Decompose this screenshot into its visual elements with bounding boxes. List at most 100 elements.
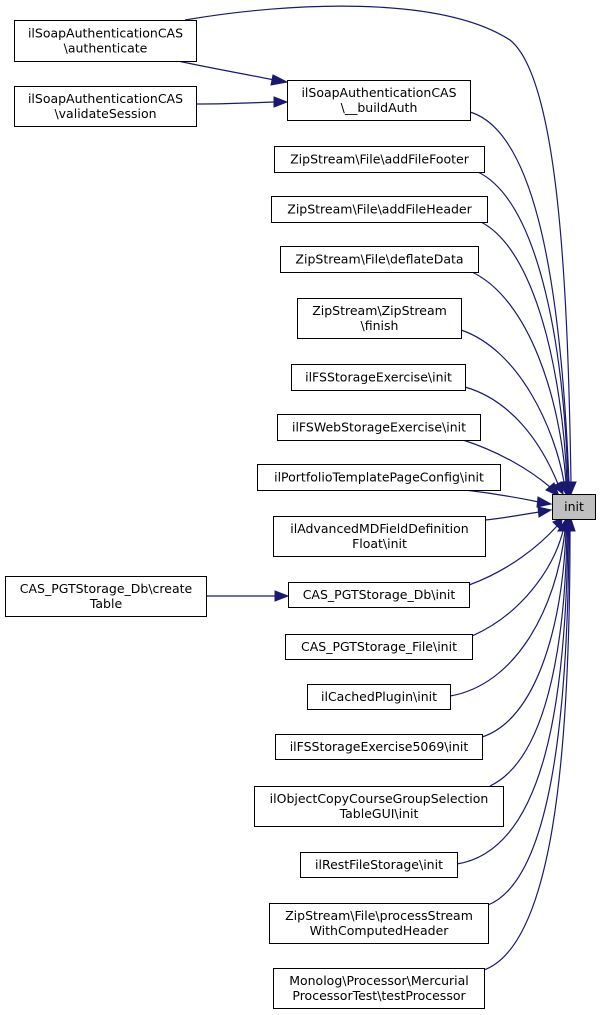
node-label-line: ilAdvancedMDFieldDefinition (290, 521, 468, 536)
edges-layer (177, 5, 577, 971)
node-label-line: ZipStream\File\addFileFooter (290, 152, 470, 167)
node-box[interactable] (274, 146, 485, 173)
edge-line (471, 271, 567, 483)
node-finish[interactable]: ZipStream\ZipStream\finish (297, 298, 462, 339)
node-box[interactable] (277, 414, 481, 441)
arrowhead-icon (545, 482, 560, 497)
node-label-line: \finish (361, 318, 399, 333)
node-label-line: \authenticate (64, 41, 148, 56)
node-box[interactable] (273, 968, 485, 1009)
edge-buildAuth-to-init (469, 111, 575, 496)
arrowhead-icon (536, 496, 553, 508)
node-box[interactable] (5, 576, 207, 617)
node-box[interactable] (288, 582, 470, 608)
node-label-line: ilSoapAuthenticationCAS (28, 91, 183, 106)
node-label-line: ZipStream\File\addFileHeader (287, 202, 472, 217)
node-box[interactable] (257, 464, 501, 491)
node-label-line: \validateSession (54, 106, 156, 121)
node-validateSession[interactable]: ilSoapAuthenticationCAS\validateSession (14, 86, 197, 127)
node-label-line: ZipStream\File\processStream (285, 908, 473, 923)
node-box[interactable] (14, 86, 197, 127)
node-label-line: Monolog\Processor\Mercurial (289, 973, 469, 988)
edge-line (469, 111, 570, 483)
node-label-line: Float\init (352, 536, 407, 551)
node-label-line: ilPortfolioTemplatePageConfig\init (274, 470, 484, 485)
node-buildAuth[interactable]: ilSoapAuthenticationCAS\__buildAuth (287, 80, 471, 121)
node-label-line: ZipStream\ZipStream (312, 303, 447, 318)
edge-createTable-to-pgtDbInit (205, 590, 290, 602)
node-deflateData[interactable]: ZipStream\File\deflateData (280, 246, 479, 273)
node-box[interactable] (300, 852, 458, 878)
node-fsStorageExercise[interactable]: ilFSStorageExercise\init (291, 364, 466, 391)
edge-line (464, 489, 540, 503)
arrowhead-icon (273, 96, 289, 108)
node-addFileFooter[interactable]: ZipStream\File\addFileFooter (274, 146, 485, 173)
node-pgtFileInit[interactable]: CAS_PGTStorage_File\init (285, 634, 473, 660)
edge-line (483, 530, 571, 971)
node-label-line: ProcessorTest\testProcessor (292, 988, 466, 1003)
node-authenticate[interactable]: ilSoapAuthenticationCAS\authenticate (14, 20, 197, 62)
node-processStream[interactable]: ZipStream\File\processStreamWithComputed… (269, 903, 489, 944)
edge-portfolioTemplate-to-init (464, 489, 553, 508)
node-pgtDbInit[interactable]: CAS_PGTStorage_Db\init (288, 582, 470, 608)
node-box[interactable] (271, 196, 488, 223)
edge-line (489, 530, 568, 787)
node-label-line: ZipStream\File\deflateData (295, 252, 463, 267)
node-label-line: Table (89, 596, 123, 611)
node-fsWebStorageExercise[interactable]: ilFSWebStorageExercise\init (277, 414, 481, 441)
edge-deflateData-to-init (471, 271, 572, 496)
node-box[interactable] (254, 786, 504, 827)
node-label-line: CAS_PGTStorage_File\init (301, 639, 457, 654)
node-box[interactable] (275, 734, 483, 760)
edge-line (184, 5, 572, 483)
node-label-line: ilFSStorageExercise5069\init (290, 739, 469, 754)
edge-line (487, 530, 570, 906)
edge-authenticate-to-buildAuth (177, 60, 289, 86)
edge-line (456, 530, 569, 865)
node-label-line: ilRestFileStorage\init (315, 857, 443, 872)
node-init[interactable]: init (552, 494, 596, 520)
node-box[interactable] (273, 516, 486, 557)
edge-line (484, 511, 540, 521)
node-box[interactable] (307, 684, 451, 710)
edge-advancedMD-to-init (484, 506, 553, 521)
focus-node-box[interactable] (552, 494, 596, 520)
node-label-line: ilObjectCopyCourseGroupSelection (270, 791, 489, 806)
arrowhead-icon (274, 590, 290, 602)
node-portfolioTemplate[interactable]: ilPortfolioTemplatePageConfig\init (257, 464, 501, 491)
edge-line (468, 525, 558, 586)
node-label-line: TableGUI\init (339, 806, 419, 821)
node-box[interactable] (269, 903, 489, 944)
edge-fsWebStorageExercise-to-init (462, 439, 560, 497)
edge-line (464, 386, 559, 485)
edge-validateSession-to-buildAuth (195, 96, 289, 108)
node-label-line: ilCachedPlugin\init (321, 689, 437, 704)
node-label-line: ilFSWebStorageExercise\init (292, 420, 466, 435)
node-restFileStorage[interactable]: ilRestFileStorage\init (300, 852, 458, 878)
node-box[interactable] (14, 20, 197, 62)
edge-objectCopy-to-init (489, 517, 573, 787)
node-addFileHeader[interactable]: ZipStream\File\addFileHeader (271, 196, 488, 223)
edge-line (449, 530, 566, 697)
edge-fsStorageExercise5069-to-init (481, 517, 572, 738)
node-box[interactable] (297, 298, 462, 339)
node-cachedPlugin[interactable]: ilCachedPlugin\init (307, 684, 451, 710)
node-fsStorageExercise5069[interactable]: ilFSStorageExercise5069\init (275, 734, 483, 760)
node-box[interactable] (285, 634, 473, 660)
node-box[interactable] (287, 80, 471, 121)
edge-line (177, 60, 275, 81)
node-label-line: ilSoapAuthenticationCAS (28, 26, 183, 41)
edge-processStream-to-init (487, 517, 575, 906)
node-box[interactable] (280, 246, 479, 273)
edge-monolog-to-init (483, 517, 576, 971)
node-objectCopy[interactable]: ilObjectCopyCourseGroupSelectionTableGUI… (254, 786, 504, 827)
nodes-layer: ilSoapAuthenticationCAS\authenticateilSo… (5, 20, 596, 1009)
node-monolog[interactable]: Monolog\Processor\MercurialProcessorTest… (273, 968, 485, 1009)
node-box[interactable] (291, 364, 466, 391)
edge-line (195, 101, 275, 105)
node-label-line: ilSoapAuthenticationCAS (301, 85, 456, 100)
arrowhead-icon (270, 74, 289, 86)
